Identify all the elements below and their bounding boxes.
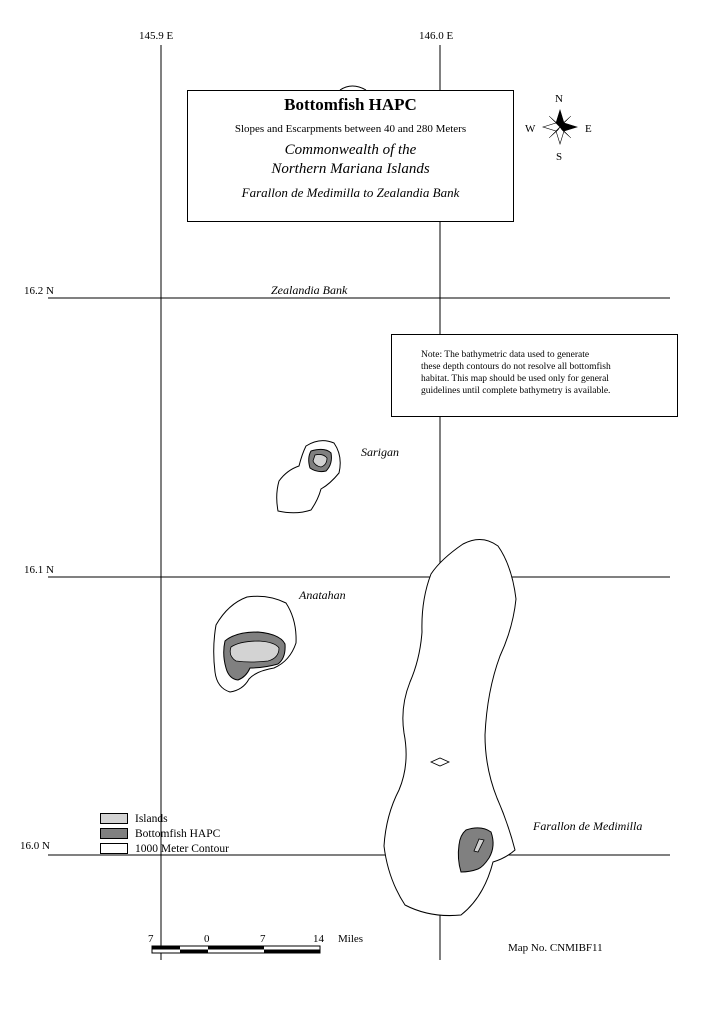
scale-tick-fourteen: 14 — [313, 933, 325, 945]
compass-north: N — [555, 93, 563, 105]
legend: Islands Bottomfish HAPC 1000 Meter Conto… — [100, 811, 229, 856]
scale-bar — [151, 945, 321, 954]
lon-label-146-0: 146.0 E — [419, 30, 454, 42]
legend-label: Islands — [135, 812, 168, 825]
lat-label-16-0: 16.0 N — [20, 840, 50, 852]
legend-swatch-hapc — [100, 828, 128, 839]
scale-tick-left: 7 — [148, 933, 154, 945]
map-subtitle: Slopes and Escarpments between 40 and 28… — [234, 123, 467, 135]
legend-swatch-islands — [100, 813, 128, 824]
scale-tick-seven: 7 — [260, 933, 266, 945]
map-extent: Farallon de Medimilla to Zealandia Bank — [241, 185, 460, 200]
label-anatahan: Anatahan — [298, 588, 346, 602]
region-line-2: Northern Mariana Islands — [271, 161, 430, 177]
note-line-1: Note: The bathymetric data used to gener… — [421, 350, 590, 360]
scale-tick-zero: 0 — [204, 933, 210, 945]
farallon-1000m-contour — [383, 539, 517, 916]
label-sarigan: Sarigan — [361, 445, 399, 459]
map-number: Map No. CNMIBF11 — [508, 942, 603, 954]
compass-east: E — [585, 123, 592, 135]
region-line-1: Commonwealth of the — [284, 142, 417, 158]
lat-label-16-1: 16.1 N — [24, 564, 54, 576]
compass-rose-icon — [541, 108, 579, 146]
legend-swatch-contour — [100, 843, 128, 854]
zealandia-contour — [339, 85, 367, 91]
compass-south: S — [556, 151, 562, 163]
note-line-3: habitat. This map should be used only fo… — [421, 374, 609, 384]
lat-label-16-2: 16.2 N — [24, 285, 54, 297]
note-line-2: these depth contours do not resolve all … — [421, 362, 611, 372]
label-zealandia-bank: Zealandia Bank — [271, 283, 348, 297]
lon-label-145-9: 145.9 E — [139, 30, 174, 42]
legend-label: Bottomfish HAPC — [135, 827, 221, 840]
legend-item-contour: 1000 Meter Contour — [100, 841, 229, 856]
legend-label: 1000 Meter Contour — [135, 842, 229, 855]
farallon-channel-mark — [430, 757, 450, 767]
label-farallon: Farallon de Medimilla — [532, 819, 642, 833]
title-block: Bottomfish HAPC Slopes and Escarpments b… — [187, 90, 514, 222]
legend-item-hapc: Bottomfish HAPC — [100, 826, 229, 841]
farallon-island — [473, 838, 485, 853]
note-line-4: guidelines until complete bathymetry is … — [421, 386, 611, 396]
scale-unit: Miles — [338, 933, 363, 945]
legend-item-islands: Islands — [100, 811, 229, 826]
note-box: Note: The bathymetric data used to gener… — [391, 334, 678, 417]
sarigan-island — [312, 454, 328, 468]
map-title: Bottomfish HAPC — [284, 95, 417, 114]
compass-west: W — [525, 123, 536, 135]
anatahan-island — [229, 640, 280, 663]
sarigan-1000m-contour — [276, 440, 341, 514]
